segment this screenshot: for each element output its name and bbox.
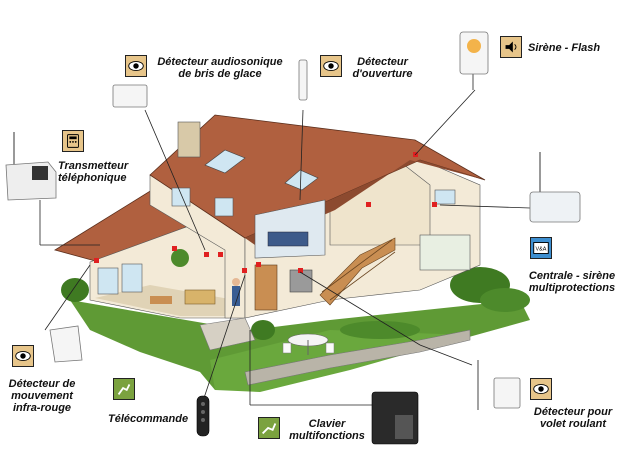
hand-keypad-icon xyxy=(258,417,280,439)
speaker-icon xyxy=(500,36,522,58)
sensor-marker xyxy=(298,268,303,273)
window xyxy=(434,189,456,205)
bush xyxy=(251,320,275,340)
skylight xyxy=(204,149,246,174)
bush xyxy=(340,321,420,339)
bush xyxy=(61,278,89,302)
shutter-detector-device xyxy=(493,377,521,409)
front-door xyxy=(254,264,278,311)
eye-icon xyxy=(125,55,147,77)
stone-wall xyxy=(244,329,471,386)
sensor-marker xyxy=(172,246,177,251)
shutter-window xyxy=(289,269,313,293)
sensor-marker xyxy=(204,252,209,257)
eye-icon xyxy=(320,55,342,77)
plant xyxy=(171,249,189,267)
side-room xyxy=(419,234,471,271)
garden-chair xyxy=(325,342,335,354)
skylight xyxy=(284,169,319,191)
window xyxy=(214,197,234,217)
eye-icon xyxy=(530,378,552,400)
sensor-marker xyxy=(256,262,261,267)
veranda-window xyxy=(97,267,119,295)
svg-text:V&A: V&A xyxy=(536,247,547,253)
label-siren-flash: Sirène - Flash xyxy=(528,42,601,54)
table xyxy=(150,296,172,304)
sensor-marker xyxy=(218,252,223,257)
remote-device xyxy=(196,395,210,437)
sensor-marker xyxy=(432,202,437,207)
label-remote: Télécommande xyxy=(108,413,189,425)
person-body xyxy=(232,286,240,306)
opening-detector xyxy=(298,59,308,101)
chimney xyxy=(177,121,201,158)
window xyxy=(171,187,191,207)
glass-break-detector xyxy=(112,84,148,108)
central-siren-device xyxy=(529,191,581,223)
sensor-marker xyxy=(366,202,371,207)
sofa xyxy=(184,289,216,305)
garden-chair xyxy=(282,342,292,354)
hand-remote-icon xyxy=(113,378,135,400)
bush xyxy=(480,288,530,312)
phone-transmitter-device xyxy=(5,161,57,201)
central-panel-icon: V&A xyxy=(530,237,552,259)
leader-lines xyxy=(39,70,531,411)
person-head xyxy=(232,278,240,286)
ir-motion-device xyxy=(49,325,83,363)
phone-icon xyxy=(62,130,84,152)
veranda-window xyxy=(121,263,143,293)
stairs xyxy=(319,237,396,306)
eye-icon xyxy=(12,345,34,367)
sensor-marker xyxy=(242,268,247,273)
bed xyxy=(267,231,309,247)
sensor-marker xyxy=(94,258,99,263)
